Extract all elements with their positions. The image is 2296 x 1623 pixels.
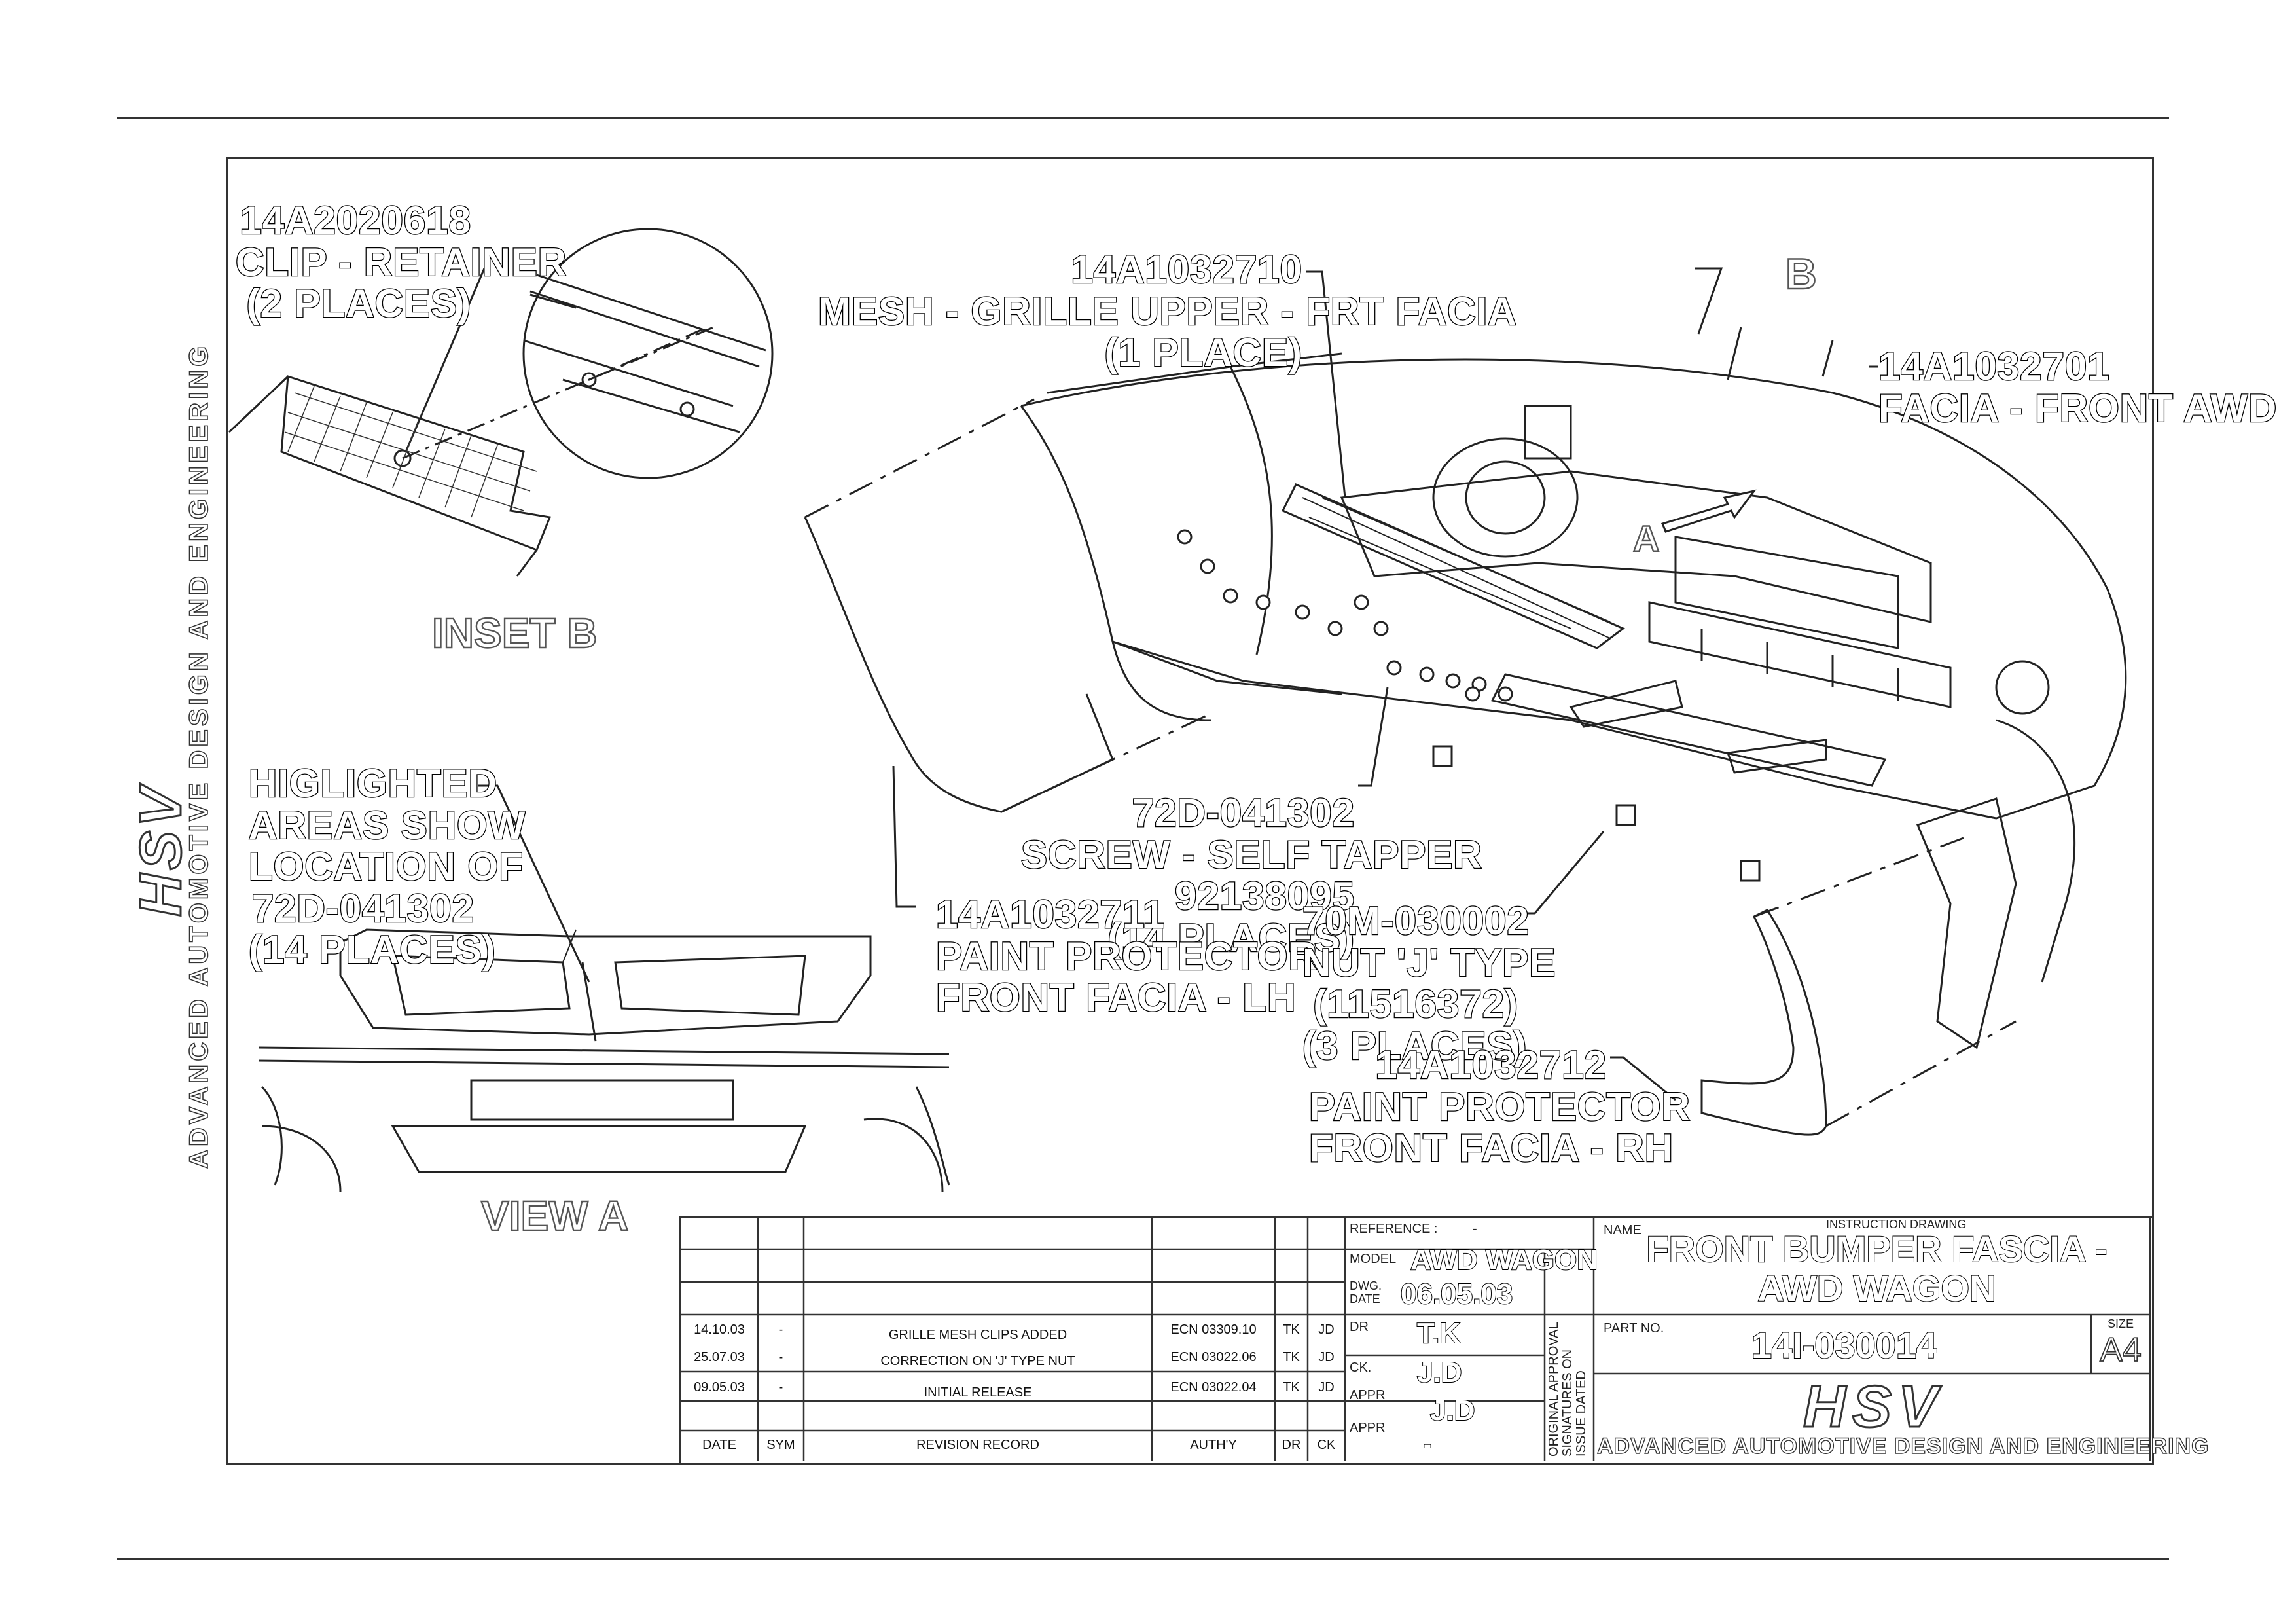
instruction-label: INSTRUCTION DRAWING — [1826, 1218, 1967, 1231]
protector-lh-part: 14A1032711 — [935, 892, 1166, 936]
title-block-company: ADVANCED AUTOMOTIVE DESIGN AND ENGINEERI… — [1596, 1433, 2210, 1459]
model-value: AWD WAGON — [1410, 1243, 1598, 1277]
rev-row-3-auth: ECN 03022.04 — [1170, 1380, 1257, 1395]
rev-row-3-dr: TK — [1283, 1380, 1300, 1395]
inset-b-detail-circle — [522, 228, 774, 479]
drawing-name-line-1: FRONT BUMPER FASCIA - — [1645, 1228, 2108, 1270]
protector-rh-part: 14A1032712 — [1374, 1043, 1607, 1087]
j-nut-qty: (3 PLACES) — [1302, 1023, 1528, 1068]
dwg-date-value: 06.05.03 — [1400, 1277, 1513, 1311]
bottom-rule — [117, 1558, 2169, 1560]
view-a-grille-outline — [339, 928, 872, 1036]
top-rule — [117, 117, 2169, 119]
protector-lh-desc: PAINT PROTECTOR — [935, 934, 1318, 978]
rev-row-1-auth: ECN 03309.10 — [1170, 1322, 1257, 1337]
rev-row-2-ck: JD — [1318, 1350, 1335, 1364]
paint-protector-lh-outline — [804, 517, 1114, 813]
rev-header-desc: REVISION RECORD — [916, 1438, 1039, 1452]
dr-value: T.K — [1416, 1317, 1461, 1350]
approval-note-line-3: ISSUE DATED — [1574, 1370, 1588, 1457]
rev-row-1-dr: TK — [1283, 1322, 1300, 1337]
reference-label: REFERENCE : — [1350, 1222, 1438, 1236]
clip-retainer-part: 14A2020618 — [239, 198, 471, 242]
view-marker-a: A — [1632, 517, 1660, 560]
screw-gm-part: 92138095 — [1174, 874, 1355, 919]
rev-row-2-sym: - — [778, 1350, 783, 1364]
rev-row-2-date: 25.07.03 — [694, 1350, 745, 1364]
rev-header-sym: SYM — [766, 1438, 795, 1452]
mesh-grille-part: 14A1032710 — [1070, 247, 1302, 291]
highlighted-line-4: 72D-041302 — [251, 886, 475, 930]
approval-note-line-1: ORIGINAL APPROVAL — [1547, 1322, 1561, 1457]
highlighted-line-5: (14 PLACES) — [248, 928, 496, 972]
callout-j-nut: 70M-030002 NUT 'J' TYPE (11516372) (3 PL… — [1302, 899, 1556, 1068]
highlighted-line-1: HIGLIGHTED — [248, 761, 498, 805]
view-marker-b: B — [1785, 249, 1818, 299]
screw-part: 72D-041302 — [1131, 791, 1355, 835]
mesh-grille-qty: (1 PLACE) — [1103, 331, 1302, 375]
rev-row-1-date: 14.10.03 — [694, 1322, 745, 1337]
clip-retainer-qty: (2 PLACES) — [245, 282, 471, 326]
appr2-label: APPR — [1350, 1421, 1386, 1435]
appr-value: J.D — [1429, 1394, 1475, 1427]
rev-row-3-date: 09.05.03 — [694, 1380, 745, 1395]
screw-qty: (14 PLACES) — [1107, 915, 1355, 960]
rev-header-date: DATE — [702, 1438, 736, 1452]
approval-note-line-2: SIGNATURES ON — [1560, 1349, 1575, 1457]
rev-row-1-sym: - — [778, 1322, 783, 1337]
title-block — [679, 1216, 2152, 1463]
approval-note: ORIGINAL APPROVAL SIGNATURES ON ISSUE DA… — [1547, 1322, 1588, 1457]
ck-label: CK. — [1350, 1360, 1372, 1375]
drawing-name-line-2: AWD WAGON — [1757, 1267, 1997, 1309]
part-no-value: 14I-030014 — [1751, 1324, 1937, 1366]
view-a-label: VIEW A — [480, 1192, 630, 1240]
reference-value: - — [1473, 1222, 1477, 1236]
size-label: SIZE — [2108, 1317, 2134, 1330]
callout-paint-protector-lh: 14A1032711 PAINT PROTECTOR FRONT FACIA -… — [935, 892, 1318, 1020]
rev-header-auth: AUTH'Y — [1190, 1438, 1237, 1452]
drawing-frame — [226, 157, 2154, 1465]
size-value: A4 — [2099, 1330, 2142, 1370]
rev-row-2-auth: ECN 03022.06 — [1170, 1350, 1257, 1364]
rev-row-1-desc: GRILLE MESH CLIPS ADDED — [888, 1328, 1067, 1342]
ck-value: J.D — [1416, 1356, 1462, 1389]
rev-row-3-sym: - — [778, 1380, 783, 1395]
name-label: NAME — [1604, 1223, 1641, 1237]
rev-header-dr: DR — [1282, 1438, 1301, 1452]
appr-label: APPR — [1350, 1388, 1386, 1402]
rev-row-3-desc: INITIAL RELEASE — [924, 1385, 1032, 1400]
inset-b-label: INSET B — [431, 609, 598, 657]
j-nut-gm-part: (11516372) — [1312, 982, 1518, 1027]
rev-row-1-ck: JD — [1318, 1322, 1335, 1337]
rev-row-2-desc: CORRECTION ON 'J' TYPE NUT — [880, 1354, 1075, 1368]
j-nut-desc: NUT 'J' TYPE — [1302, 940, 1556, 985]
title-block-logo: HSV — [1802, 1374, 1945, 1441]
rev-row-2-dr: TK — [1283, 1350, 1300, 1364]
protector-lh-side: FRONT FACIA - LH — [935, 976, 1297, 1020]
j-nut-part: 70M-030002 — [1302, 899, 1530, 943]
rev-header-ck: CK — [1317, 1438, 1336, 1452]
dwg-date-label: DWG. DATE — [1350, 1279, 1382, 1305]
rev-row-3-ck: JD — [1318, 1380, 1335, 1395]
part-no-label: PART NO. — [1604, 1321, 1664, 1336]
dr-label: DR — [1350, 1320, 1369, 1334]
facia-front-part: 14A1032701 — [1878, 344, 2110, 388]
paint-protector-rh-outline — [1700, 909, 1827, 1136]
appr2-value: - — [1423, 1430, 1432, 1458]
model-label: MODEL — [1350, 1252, 1397, 1266]
